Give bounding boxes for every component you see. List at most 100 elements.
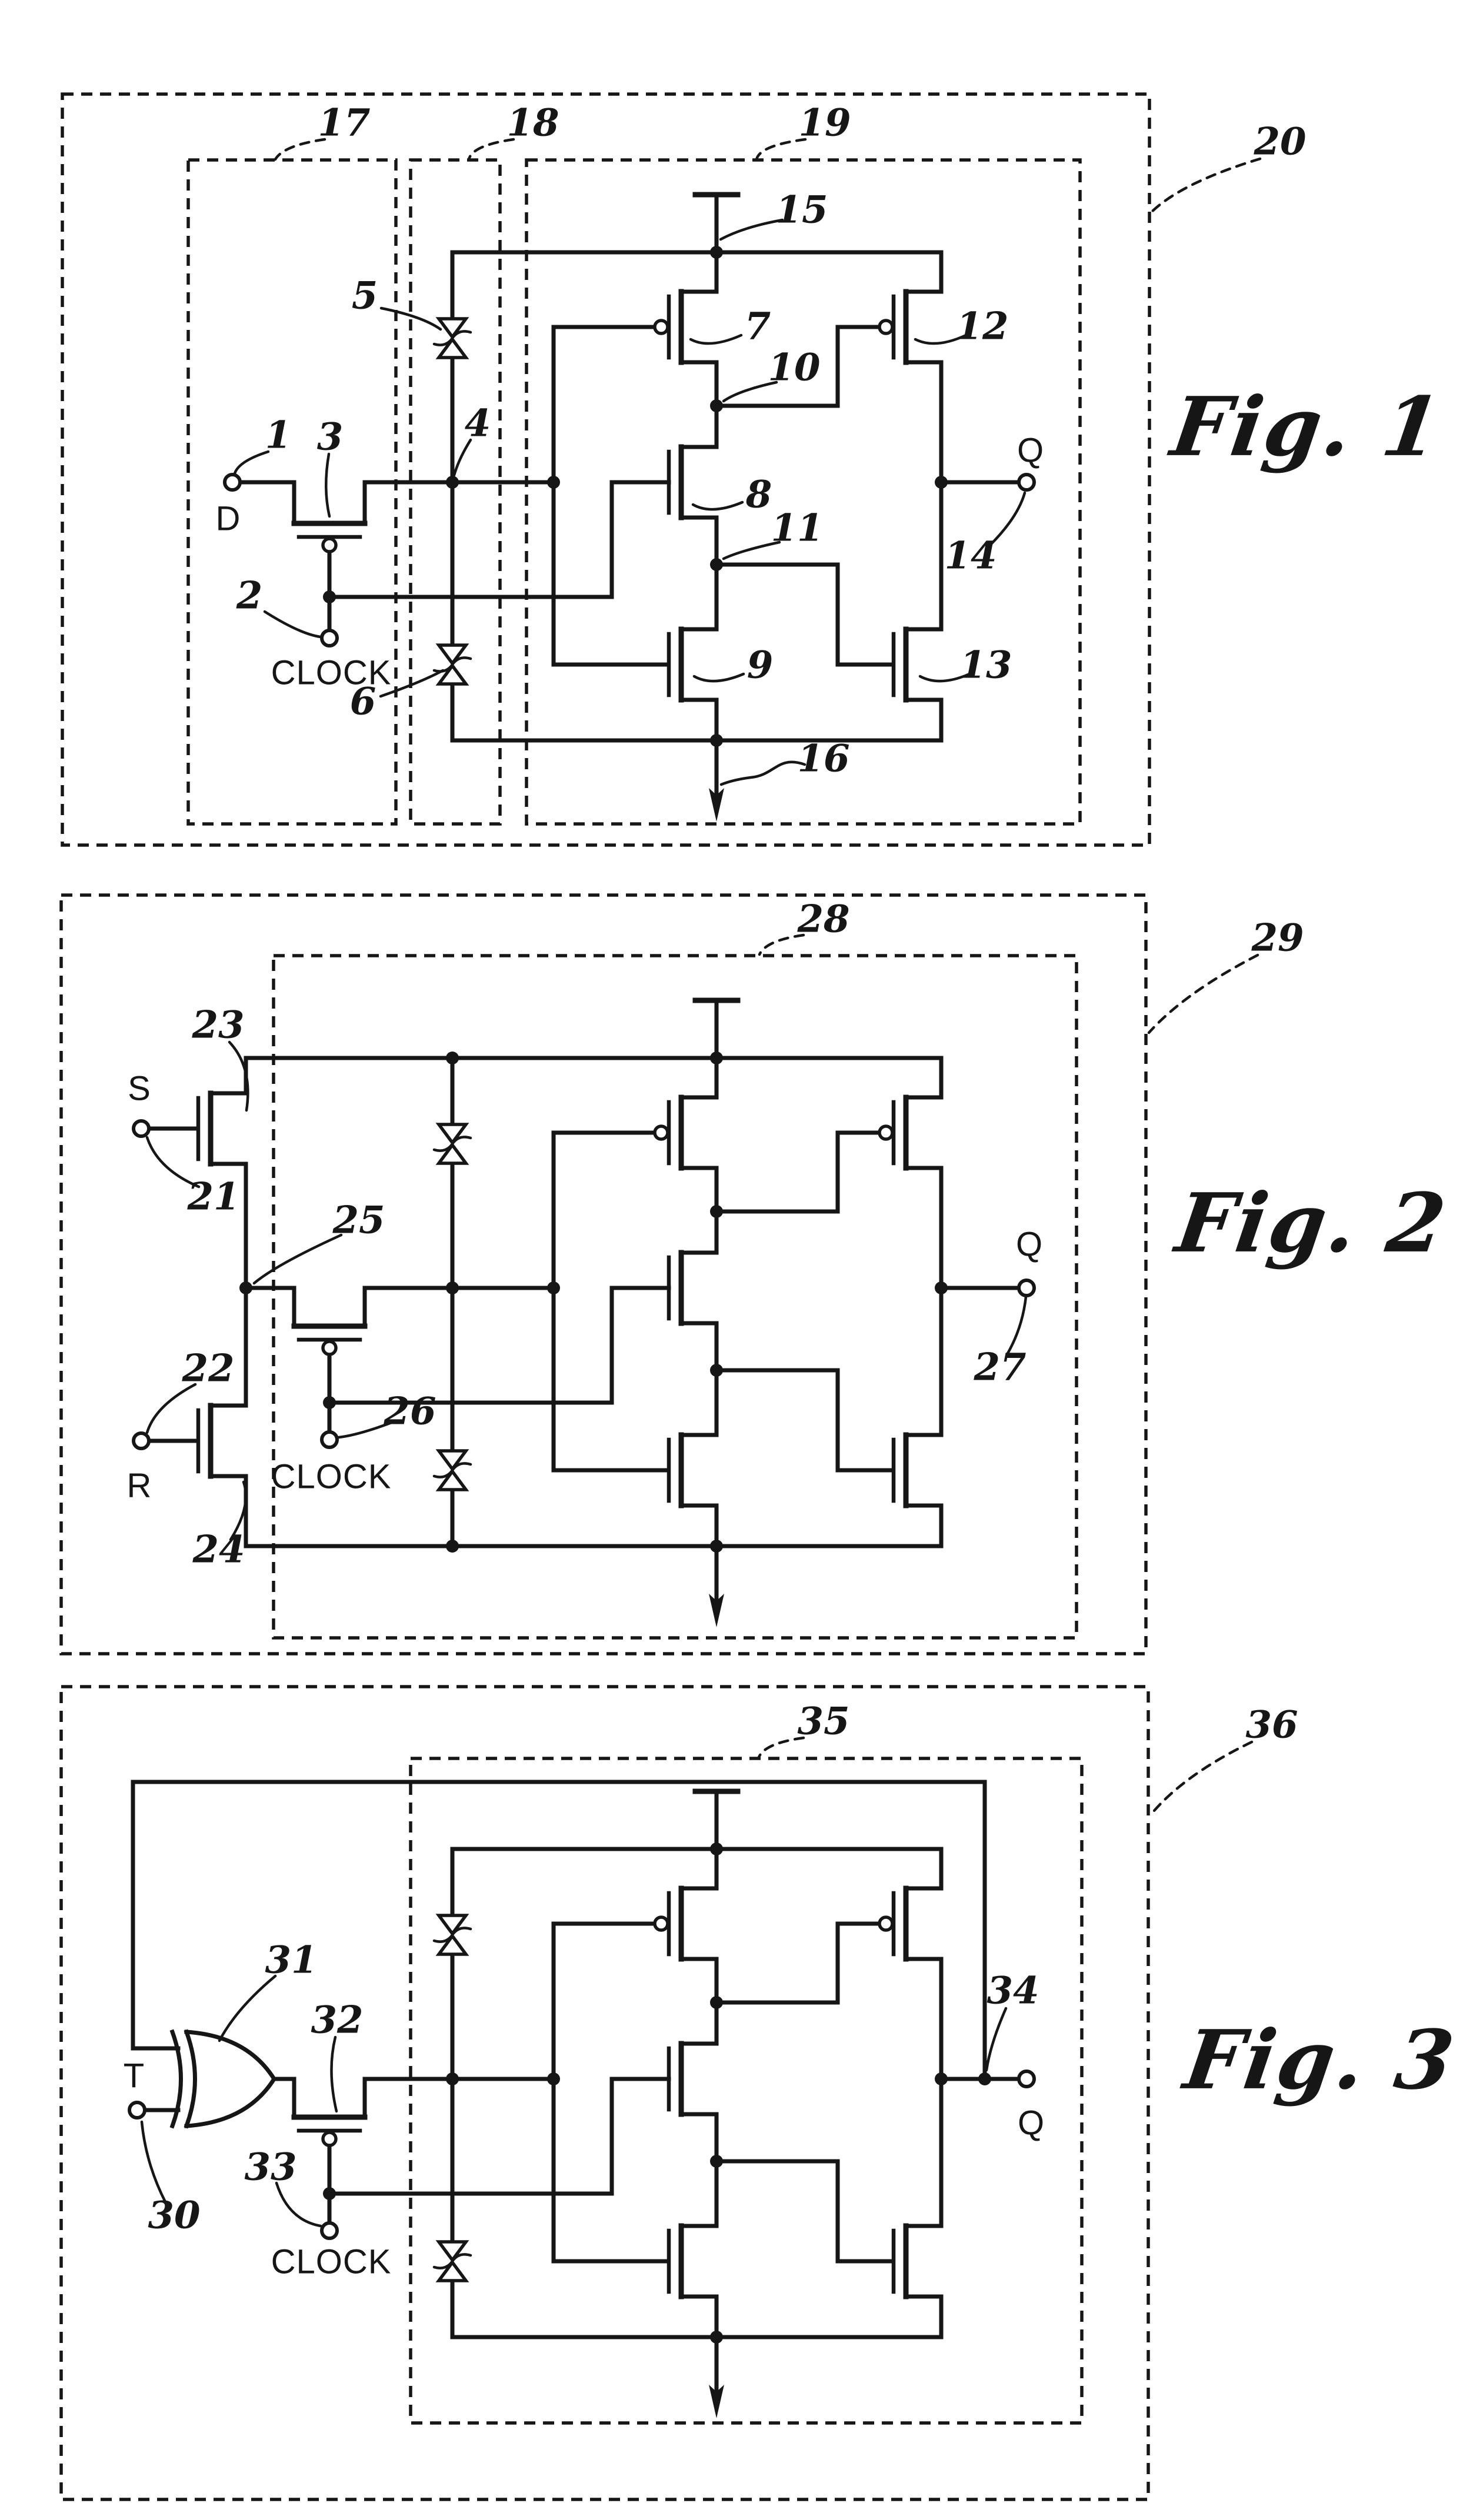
leader-24 [229, 1480, 248, 1541]
box-35-outline [409, 1757, 1084, 2425]
wire-cross-routes [714, 325, 895, 667]
ref-24: 24 [192, 1528, 245, 1572]
figure-2-sr-flipflop: 21 22 23 24 25 26 27 28 29 S R CLOCK Q F… [59, 893, 1453, 1655]
ferro-element-icon [434, 1915, 471, 1954]
label-r-input: R [127, 1466, 152, 1504]
junction-dot [446, 2072, 459, 2085]
nmos-9 [669, 629, 716, 700]
junction-dot-node25 [239, 1281, 252, 1294]
terminal-clock [322, 630, 337, 646]
ref-4: 4 [465, 402, 491, 446]
wires [131, 1780, 1021, 2394]
label-clock: CLOCK [271, 2242, 392, 2281]
wire-feedback [131, 1780, 987, 2081]
box-28-outline [272, 954, 1078, 1640]
wire-input-node4 [238, 480, 556, 526]
wire-xor-output [272, 2077, 556, 2120]
box-19-outline [525, 158, 1082, 826]
junction-dot [323, 2187, 336, 2200]
devices [129, 1791, 1034, 2418]
junction-dot [323, 590, 336, 603]
ref-30: 30 [148, 2194, 200, 2238]
ref-31: 31 [265, 1938, 317, 1982]
leader-22 [145, 1383, 197, 1434]
ferro-element-icon [434, 1124, 471, 1163]
wires [238, 192, 1021, 797]
leader-11 [722, 540, 781, 560]
ref-36: 36 [1245, 1703, 1298, 1747]
pmos-left-gate-bubble [653, 1124, 669, 1141]
leader-6 [379, 669, 445, 698]
leader-4 [452, 438, 472, 477]
leader-2 [263, 610, 322, 639]
junction-dot [710, 1364, 723, 1377]
junction-dot [547, 2072, 560, 2085]
leader-30 [140, 2120, 168, 2205]
terminal-q [1019, 1280, 1034, 1296]
ref-3: 3 [317, 415, 344, 459]
dashed-boxes [61, 92, 1151, 847]
ref-34: 34 [987, 1969, 1039, 2013]
figure-3-caption: Fig. 3 [1177, 2012, 1461, 2107]
leader-17 [274, 138, 326, 161]
xor-body [184, 2030, 277, 2128]
ref-9: 9 [747, 643, 774, 687]
transistor-23 [198, 1093, 246, 1164]
wire-rails [244, 998, 944, 1548]
junction-dot [710, 1843, 723, 1855]
leader-lines [140, 1736, 1254, 2228]
ref-35: 35 [797, 1700, 849, 1744]
box-36-outline [59, 1685, 1150, 2501]
wire-rails [450, 192, 944, 743]
wire-gate-bus [551, 1130, 671, 1473]
figure-1-d-flipflop: 1 2 3 4 5 6 7 8 9 10 11 12 13 14 15 16 1… [61, 92, 1448, 847]
leader-3 [324, 452, 331, 518]
leader-14 [988, 491, 1027, 548]
leader-lines [145, 933, 1259, 1541]
wires [146, 998, 1021, 1603]
ref-22: 22 [181, 1347, 234, 1391]
junction-dot-node10 [710, 399, 723, 412]
ref-27: 27 [973, 1346, 1026, 1390]
leader-20 [1150, 157, 1262, 213]
box-17-outline [186, 158, 398, 826]
leader-1 [233, 450, 270, 475]
ref-7: 7 [745, 305, 771, 349]
leader-25 [252, 1233, 343, 1285]
labels: 30 31 32 33 34 35 36 T CLOCK Q Fig. 3 [124, 1700, 1461, 2281]
ref-32: 32 [311, 1998, 363, 2042]
leader-19 [755, 138, 807, 161]
pmos-12 [894, 292, 941, 362]
junction-dot [547, 1281, 560, 1294]
ref-11: 11 [771, 506, 823, 550]
leader-12 [914, 333, 968, 345]
junction-dot [710, 2155, 723, 2168]
ref-12: 12 [956, 305, 1008, 349]
ferro-element-6-icon [434, 645, 471, 684]
devices [225, 195, 1034, 822]
junction-dot [446, 1281, 459, 1294]
leader-35 [757, 1736, 805, 1759]
junction-dot [710, 734, 723, 747]
pass-transistor-3 [294, 523, 365, 552]
leader-16 [719, 760, 807, 786]
leader-lines [233, 138, 1262, 786]
nmos-13 [894, 629, 941, 700]
ref-23: 23 [191, 1003, 244, 1047]
leader-18 [467, 138, 515, 161]
terminal-r [134, 1433, 149, 1448]
leader-26 [337, 1420, 395, 1439]
junction-dot [323, 1396, 336, 1409]
pmos-left [669, 1097, 716, 1168]
ref-8: 8 [745, 473, 772, 517]
box-20-outline [61, 92, 1151, 847]
figure-3-t-flipflop: 30 31 32 33 34 35 36 T CLOCK Q Fig. 3 [59, 1685, 1461, 2501]
leader-32 [330, 2035, 338, 2113]
terminal-t [129, 2102, 145, 2118]
ref-15: 15 [775, 188, 828, 232]
junction-dot [446, 476, 459, 489]
ref-17: 17 [318, 101, 370, 145]
ref-2: 2 [236, 574, 263, 618]
junction-dot [710, 1052, 723, 1064]
